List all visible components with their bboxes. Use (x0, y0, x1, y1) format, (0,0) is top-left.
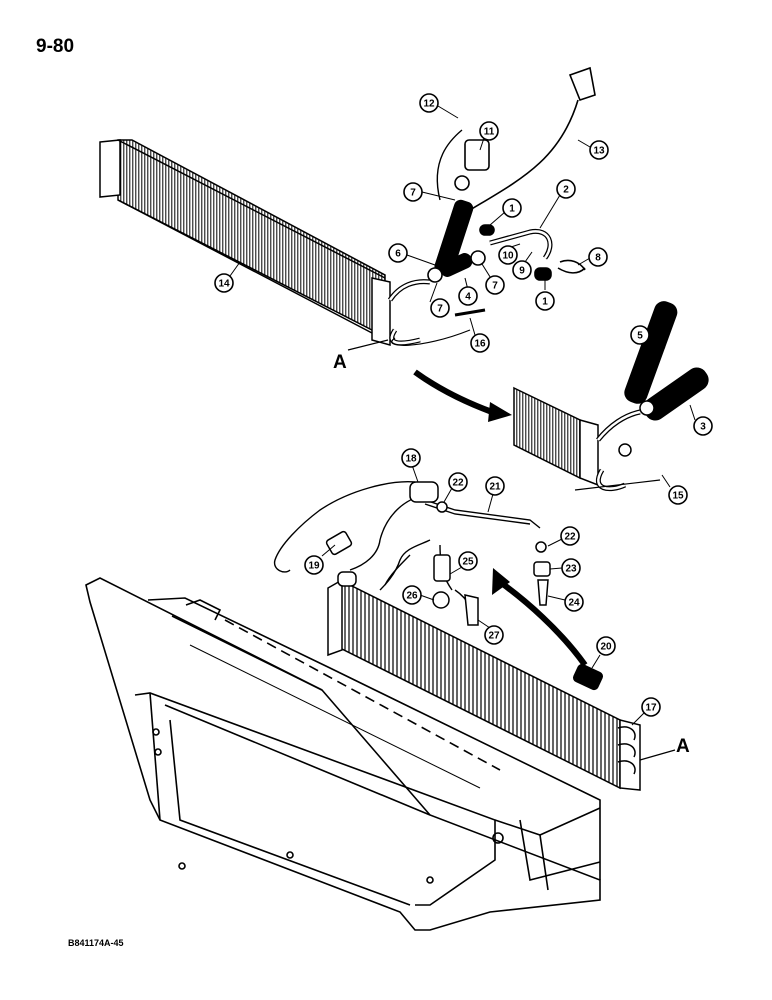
callout-19: 19 (304, 544, 336, 575)
housing-frame (85, 577, 601, 931)
callout-22b: 22 (547, 526, 580, 547)
callout-26: 26 (402, 585, 435, 605)
callout-12: 12 (419, 93, 459, 119)
svg-text:23: 23 (565, 564, 577, 575)
page-number: 9-80 (36, 36, 75, 57)
callout-16: 16 (469, 317, 490, 353)
callout-4: 4 (458, 277, 478, 306)
callout-2: 2 (539, 179, 576, 229)
svg-text:14: 14 (218, 279, 230, 290)
svg-text:12: 12 (423, 99, 435, 110)
svg-text:7: 7 (437, 304, 443, 315)
svg-text:15: 15 (672, 491, 684, 502)
svg-text:10: 10 (502, 251, 514, 262)
callout-22a: 22 (443, 472, 468, 503)
svg-text:1: 1 (509, 204, 515, 215)
svg-text:5: 5 (637, 331, 643, 342)
figure-code: B841174A-45 (68, 938, 124, 948)
svg-text:16: 16 (474, 339, 486, 350)
svg-text:19: 19 (308, 561, 320, 572)
svg-text:26: 26 (406, 591, 418, 602)
svg-text:8: 8 (595, 253, 601, 264)
view-label-a-lower: A (676, 736, 690, 757)
svg-text:3: 3 (700, 422, 706, 433)
lower-fittings (325, 481, 604, 691)
callout-27: 27 (477, 619, 504, 645)
svg-text:17: 17 (645, 703, 657, 714)
svg-text:20: 20 (600, 642, 612, 653)
callout-20: 20 (591, 636, 616, 669)
condenser-core-upper (99, 139, 391, 346)
svg-text:4: 4 (465, 292, 471, 303)
condenser-core-lower (327, 571, 641, 791)
svg-text:22: 22 (564, 532, 576, 543)
svg-text:13: 13 (593, 146, 605, 157)
view-label-a-upper: A (333, 352, 347, 373)
svg-text:18: 18 (405, 454, 417, 465)
svg-text:25: 25 (462, 557, 474, 568)
callout-6: 6 (388, 243, 436, 266)
svg-text:6: 6 (395, 249, 401, 260)
direction-arrow-lower (492, 568, 588, 667)
callout-3: 3 (689, 404, 713, 436)
svg-text:7: 7 (492, 281, 498, 292)
callout-10: 10 (498, 243, 521, 265)
svg-text:22: 22 (452, 478, 464, 489)
svg-text:9: 9 (519, 266, 525, 277)
callout-7c: 7 (429, 282, 450, 318)
svg-text:27: 27 (488, 631, 500, 642)
svg-text:2: 2 (563, 185, 569, 196)
callout-14: 14 (214, 261, 241, 293)
callout-1b: 1 (535, 278, 555, 311)
callout-25: 25 (449, 551, 478, 575)
callout-11: 11 (479, 121, 499, 151)
svg-text:7: 7 (410, 188, 416, 199)
svg-text:1: 1 (542, 297, 548, 308)
callout-17: 17 (631, 697, 661, 726)
view-a-leader-upper (347, 339, 389, 351)
callout-8: 8 (577, 247, 608, 267)
callout-21: 21 (485, 476, 505, 513)
callout-7b: 7 (481, 263, 505, 295)
callout-23: 23 (549, 558, 581, 578)
callout-13: 13 (577, 139, 609, 160)
callout-1: 1 (489, 198, 522, 226)
callouts: 1 1 2 3 4 5 6 7 7 7 8 9 10 11 12 13 14 1… (214, 93, 713, 726)
direction-arrow-upper (413, 369, 512, 422)
callout-24: 24 (547, 592, 584, 612)
condenser-inset (513, 301, 709, 492)
callout-9: 9 (512, 251, 533, 280)
callout-15: 15 (661, 474, 688, 505)
upper-fittings (387, 66, 596, 346)
callout-5: 5 (630, 325, 666, 349)
svg-text:24: 24 (568, 598, 580, 609)
svg-text:11: 11 (484, 127, 495, 138)
callout-7a: 7 (403, 182, 456, 202)
callout-18: 18 (401, 448, 421, 483)
svg-text:21: 21 (489, 482, 501, 493)
